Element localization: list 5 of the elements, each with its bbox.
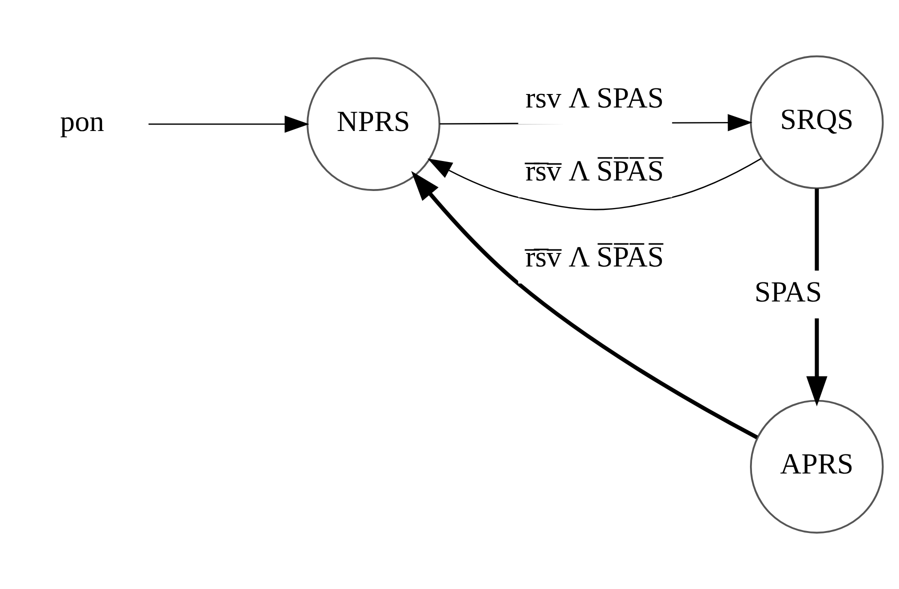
edge-label: r̅s̅v̅ Λ S̅P̅A̅S̅ (526, 242, 664, 274)
node-text: pon (60, 106, 104, 138)
edge-label: SPAS (754, 276, 822, 308)
edge-label: rsv Λ SPAS (526, 82, 664, 114)
edge-label: r̅s̅v̅ Λ S̅P̅A̅S̅ (526, 156, 664, 188)
